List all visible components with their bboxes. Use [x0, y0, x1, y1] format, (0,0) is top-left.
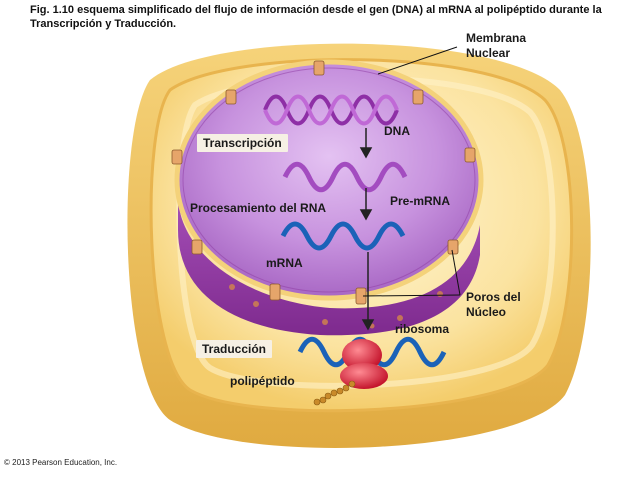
mrna-label: mRNA [266, 256, 303, 270]
pores-label-1: Poros del [466, 290, 521, 304]
dna-label: DNA [384, 124, 410, 138]
transcription-label: Transcripción [197, 134, 288, 152]
membrane-label-2: Nuclear [466, 46, 511, 60]
pores-leader-2 [362, 294, 461, 297]
membrane-leader [377, 46, 458, 75]
figure-caption: Fig. 1.10 esquema simplificado del flujo… [30, 4, 602, 30]
pores-label-2: Núcleo [466, 305, 507, 319]
nuclear-pores [171, 60, 476, 305]
nucleus-side [178, 195, 480, 336]
copyright-notice: © 2013 Pearson Education, Inc. [4, 458, 118, 467]
flow-arrows [359, 128, 375, 331]
polypeptide-chain [313, 380, 356, 406]
mrna-strand [280, 221, 406, 251]
processing-label: Procesamiento del RNA [190, 201, 327, 215]
translation-label: Traducción [196, 340, 273, 358]
polypeptide-label: polipéptido [230, 374, 295, 388]
membrane-label-1: Membrana [466, 31, 527, 45]
pre-mrna-strand [282, 161, 408, 193]
dna-helix [263, 94, 399, 126]
pre-mrna-label: Pre-mRNA [390, 194, 451, 208]
ribosome-label: ribosoma [395, 322, 450, 336]
pores-leader-1 [451, 249, 461, 296]
